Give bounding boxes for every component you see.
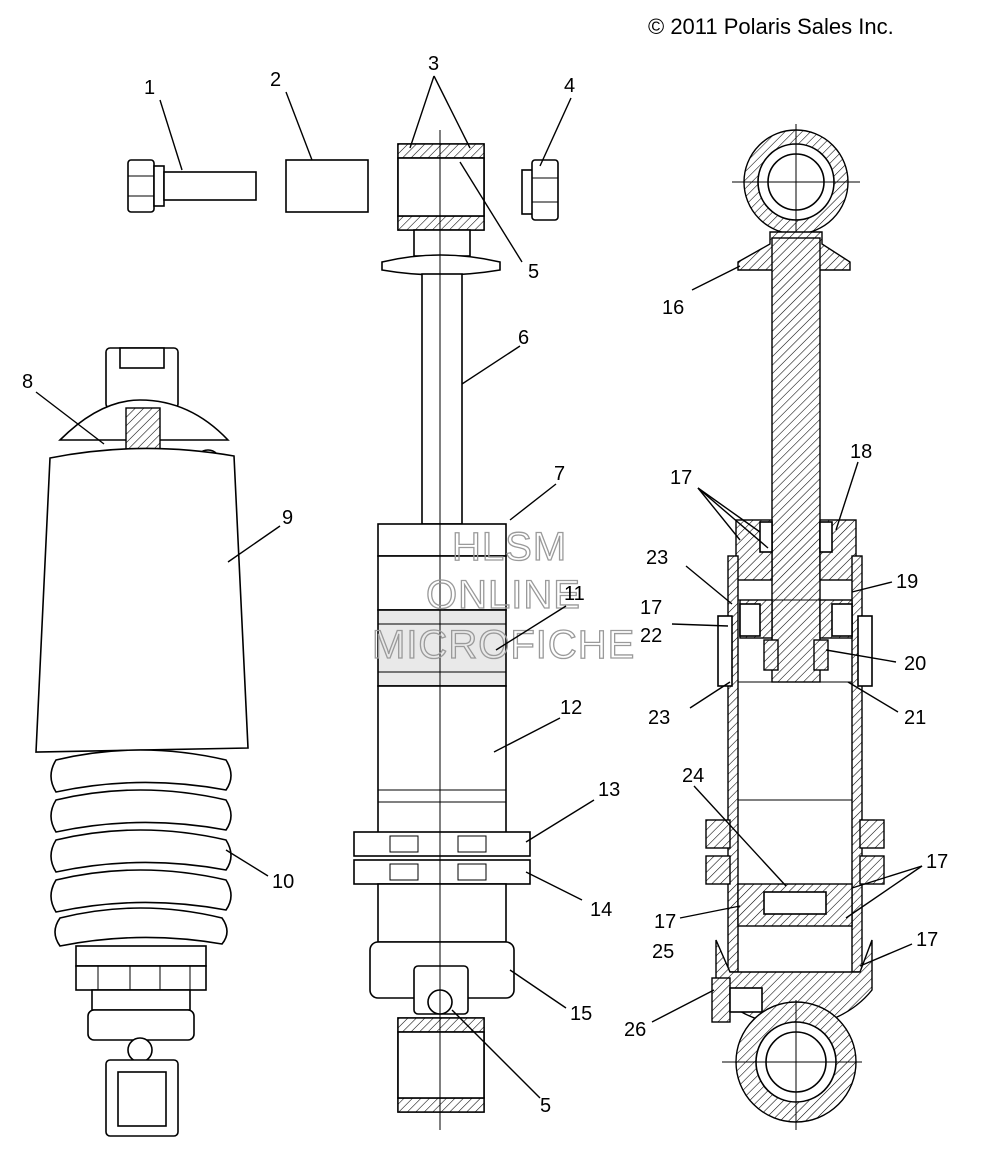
- callout-1: 1: [144, 77, 155, 99]
- svg-text:ONLINE: ONLINE: [426, 573, 581, 617]
- callout-17-right: 17: [926, 851, 948, 873]
- callout-6: 6: [518, 327, 529, 349]
- part-bolt: [127, 159, 257, 213]
- callout-19: 19: [896, 571, 918, 593]
- callout-17-top: 17: [670, 467, 692, 489]
- callout-24: 24: [682, 765, 704, 787]
- callout-21: 21: [904, 707, 926, 729]
- svg-text:HLSM: HLSM: [452, 525, 567, 569]
- leader-lines: [35, 75, 923, 1099]
- callout-12: 12: [560, 697, 582, 719]
- callout-13: 13: [598, 779, 620, 801]
- shock-cross-section: [705, 124, 885, 1130]
- callout-4: 4: [564, 75, 575, 97]
- callout-3: 3: [428, 53, 439, 75]
- part-spacer: [285, 159, 369, 213]
- callout-17-lower: 17: [654, 911, 676, 933]
- callout-9: 9: [282, 507, 293, 529]
- callout-5-top: 5: [528, 261, 539, 283]
- copyright-notice: © 2011 Polaris Sales Inc.: [648, 14, 894, 39]
- assembled-shock-with-spring: [35, 347, 249, 1137]
- callout-10: 10: [272, 871, 294, 893]
- callout-11: 11: [564, 583, 585, 605]
- callout-16: 16: [662, 297, 684, 319]
- callout-numbers: 1 2 3 4 5 6 7 8 9 10 11 12 13 14 15 5 16…: [22, 53, 948, 1117]
- callout-20: 20: [904, 653, 926, 675]
- shock-body-exploded: [353, 130, 531, 1130]
- callout-17-mid: 17: [640, 597, 662, 619]
- callout-25: 25: [652, 941, 674, 963]
- callout-7: 7: [554, 463, 565, 485]
- part-nut: [521, 159, 559, 221]
- callout-8: 8: [22, 371, 33, 393]
- spring-coils: [50, 749, 232, 947]
- callout-14: 14: [590, 899, 612, 921]
- callout-5-bottom: 5: [540, 1095, 551, 1117]
- callout-18: 18: [850, 441, 872, 463]
- callout-2: 2: [270, 69, 281, 91]
- callout-17-bottom: 17: [916, 929, 938, 951]
- callout-26: 26: [624, 1019, 646, 1041]
- callout-23-top: 23: [646, 547, 668, 569]
- callout-15: 15: [570, 1003, 592, 1025]
- callout-23-bottom: 23: [648, 707, 670, 729]
- callout-22: 22: [640, 625, 662, 647]
